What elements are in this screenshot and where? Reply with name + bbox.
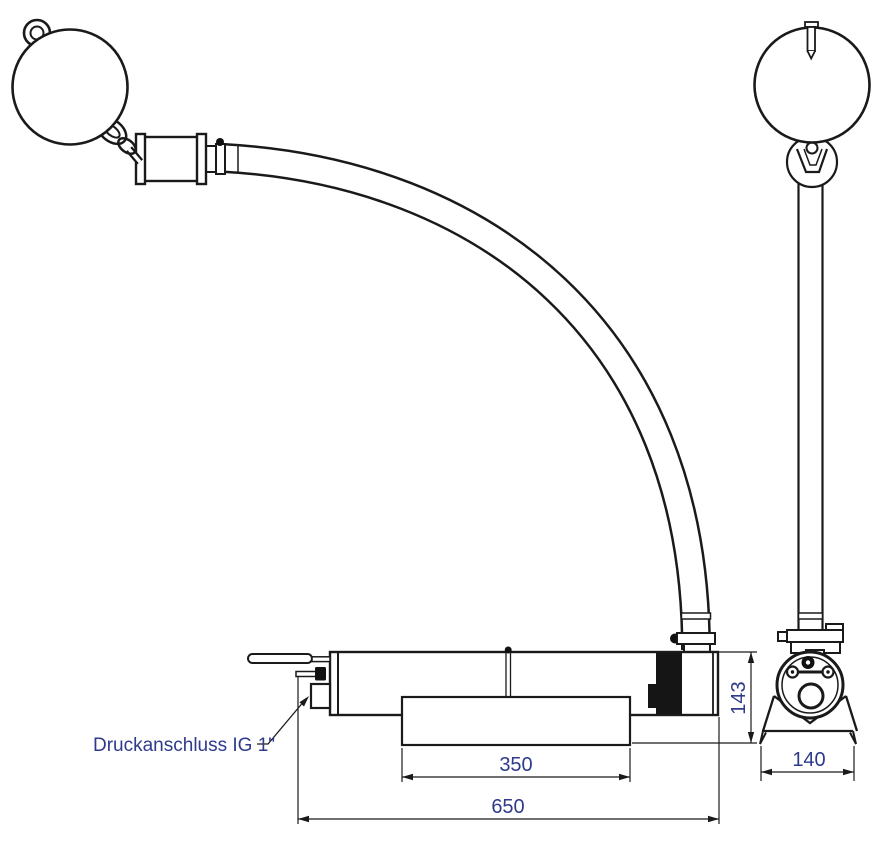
arrowhead	[402, 773, 413, 781]
chain-link-small	[117, 136, 137, 156]
top-pin	[505, 649, 512, 698]
pump-body-side	[247, 646, 720, 747]
hose-coupling	[134, 132, 226, 186]
vent-pin	[295, 670, 317, 678]
riser-tube-front	[797, 168, 824, 634]
hose-clamp-front	[777, 623, 844, 658]
dim-143-text: 143	[728, 681, 750, 714]
dim-bracket-width: 350	[401, 748, 631, 782]
front-outlet-port	[797, 682, 825, 710]
clamp-tab-left	[777, 631, 788, 642]
dimensions: 350 650 143 140	[93, 651, 855, 824]
bracket-foot-left	[759, 730, 767, 745]
tube-joint-band	[797, 612, 824, 620]
dim-140-text: 140	[792, 749, 825, 771]
side-view	[11, 18, 720, 747]
mounting-bracket	[400, 695, 632, 747]
arrowhead	[761, 768, 772, 776]
ball-slot-pin	[804, 21, 819, 61]
hose-joint-band	[680, 612, 712, 620]
joint-bracket-inner	[803, 148, 823, 166]
bracket-foot-right	[849, 730, 857, 745]
float-ball-side	[11, 28, 129, 146]
knurled-step	[648, 684, 656, 708]
coupling-clamp-ring	[215, 143, 226, 175]
arrowhead	[708, 815, 719, 823]
arrowhead	[747, 652, 755, 663]
pump-body-front	[775, 650, 845, 720]
coupling-body	[142, 135, 200, 183]
front-view	[753, 21, 871, 745]
pressure-connection-block	[309, 682, 332, 710]
handle-rod-stem	[311, 656, 331, 663]
ball-joint	[785, 135, 839, 189]
leader-arrowhead	[299, 696, 309, 707]
hose-clamp-side	[670, 632, 716, 654]
arrowhead	[298, 815, 309, 823]
arrowhead	[619, 773, 630, 781]
arrowhead	[843, 768, 854, 776]
dim-overall-width: 650	[297, 676, 720, 824]
dim-650-text: 650	[491, 796, 524, 818]
curved-hose	[223, 143, 712, 651]
vent-nut	[315, 667, 326, 681]
top-pin-head	[504, 646, 512, 654]
coupling-clamp-knob	[216, 138, 224, 146]
pressure-connection-callout: Druckanschluss IG 1"	[93, 696, 309, 756]
knurled-section	[656, 653, 682, 714]
arrowhead	[747, 732, 755, 743]
pressure-connection-label: Druckanschluss IG 1"	[93, 735, 275, 756]
coupling-flange-right	[195, 132, 208, 186]
dim-base-width: 140	[760, 746, 855, 781]
joint-pivot	[805, 141, 819, 155]
handle-rod	[247, 653, 313, 664]
dim-350-text: 350	[499, 754, 532, 776]
dim-body-height: 143	[632, 651, 757, 744]
